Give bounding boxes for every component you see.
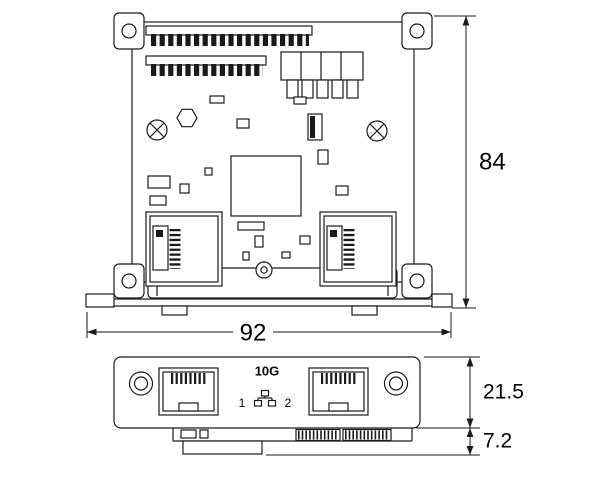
strip-connector: [295, 428, 341, 442]
mounting-hole-icon: [133, 376, 149, 391]
front-view: 10G 1 2: [113, 356, 421, 455]
bottom-tab: [182, 440, 263, 455]
lan-icon: [253, 389, 277, 407]
pin-header-rail: [145, 25, 313, 36]
power-connector: [280, 51, 364, 99]
component: [204, 167, 213, 176]
component: [236, 118, 250, 129]
rj45-port-1: [158, 367, 219, 416]
board-hole-center: [260, 266, 268, 274]
panel-mounting-hole-right: [383, 371, 409, 396]
lan-node: [253, 399, 263, 407]
mounting-hole-icon: [121, 23, 137, 39]
mounting-ear-bottom-right: [401, 263, 433, 299]
front-bracket-top: [85, 267, 453, 316]
pin-header-rail: [145, 55, 267, 66]
mounting-ear-bottom-left: [113, 263, 145, 299]
component: [293, 96, 307, 105]
power-pin: [316, 79, 329, 99]
dimension-bottom-offset: 7.2: [266, 428, 512, 456]
component: [237, 221, 265, 231]
mounting-ear-top-right: [401, 12, 433, 50]
bracket-tab: [161, 305, 188, 316]
rj45-latch: [328, 402, 349, 412]
component: [281, 251, 291, 259]
component: [242, 251, 250, 261]
bracket-flange-right: [431, 293, 453, 308]
power-pin: [286, 79, 299, 99]
panel-mounting-hole-left: [128, 371, 154, 396]
pin-header-2: [145, 55, 267, 76]
mounting-hole-icon: [409, 23, 425, 39]
port-cage-left: [145, 211, 223, 287]
arrow-up-icon: [466, 357, 474, 367]
mounting-hole-icon: [121, 273, 137, 289]
dim-label-bottom-offset: 7.2: [483, 430, 512, 453]
screw-cross: [369, 123, 385, 139]
mounting-hole-icon: [388, 376, 404, 391]
cage-inner: [149, 215, 219, 283]
component: [147, 175, 171, 189]
arrow-down-icon: [466, 446, 474, 455]
main-chip: [230, 155, 302, 217]
component: [254, 235, 264, 248]
cage-connector-key: [330, 230, 337, 237]
port-cage-right: [319, 211, 397, 287]
strip-component: [199, 429, 209, 439]
dim-label-board-height: 84: [479, 149, 506, 176]
screw-right: [366, 120, 388, 142]
power-connector-body: [280, 51, 364, 81]
arrow-down-icon: [466, 418, 474, 428]
port-2-label: 2: [285, 396, 292, 410]
component: [299, 235, 311, 245]
strip-component: [180, 429, 197, 439]
component: [335, 185, 349, 196]
board-hole: [255, 261, 273, 279]
speed-label: 10G: [255, 364, 280, 379]
component: [317, 149, 329, 165]
power-pin: [331, 79, 344, 99]
screw-left: [146, 119, 168, 141]
component: [179, 183, 190, 194]
board-components: [147, 95, 349, 279]
dimension-board-height: 84: [434, 15, 506, 309]
mounting-ear-top-left: [113, 12, 145, 50]
bracket-flange-left: [85, 293, 115, 308]
component: [310, 116, 315, 138]
bracket-tab: [351, 305, 378, 316]
component: [149, 195, 167, 206]
dimension-board-width: 92: [86, 312, 452, 347]
rj45-latch: [178, 402, 199, 412]
power-pin: [346, 79, 359, 99]
component: [209, 95, 225, 104]
arrow-left-icon: [87, 328, 97, 336]
dim-label-panel-height: 21.5: [483, 381, 524, 404]
dimension-panel-height: 21.5: [416, 356, 524, 429]
strip-connector: [342, 428, 392, 442]
rj45-port-2: [308, 367, 369, 416]
dim-label-board-width: 92: [240, 320, 267, 347]
arrow-up-icon: [466, 428, 474, 437]
top-view: [85, 12, 453, 316]
cage-inner: [323, 215, 393, 283]
screw-cross: [149, 122, 165, 138]
pin-header-1: [145, 25, 313, 46]
port-1-label: 1: [239, 396, 246, 410]
power-pin: [301, 79, 314, 99]
mounting-hole-icon: [409, 273, 425, 289]
standoff-hex: [176, 108, 198, 128]
mounting-hole-icon: [128, 371, 154, 396]
arrow-right-icon: [441, 328, 451, 336]
arrow-down-icon: [462, 298, 470, 308]
mounting-hole-icon: [383, 371, 409, 396]
arrow-up-icon: [462, 16, 470, 26]
pcb-edge-strip: [172, 428, 413, 455]
lan-node: [267, 399, 277, 407]
cage-connector-key: [156, 230, 163, 237]
